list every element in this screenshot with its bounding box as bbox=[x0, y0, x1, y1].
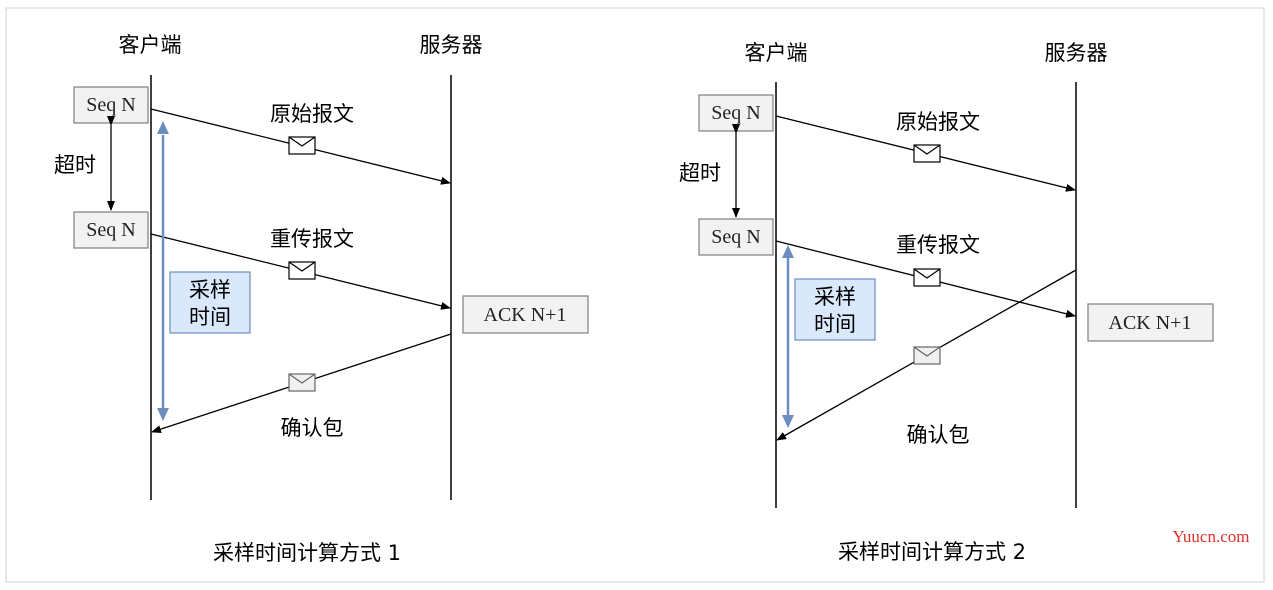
server-label: 服务器 bbox=[1045, 41, 1108, 65]
envelope-icon bbox=[288, 373, 316, 392]
seq-box-2-label: Seq N bbox=[711, 226, 760, 248]
seq-box-2-label: Seq N bbox=[86, 219, 135, 241]
client-label: 客户端 bbox=[745, 41, 808, 65]
ack-box bbox=[1087, 303, 1214, 342]
envelope-icon bbox=[913, 346, 941, 365]
ack-msg-label: 确认包 bbox=[907, 423, 970, 447]
ack-box bbox=[462, 295, 589, 334]
retransmit-msg-label: 重传报文 bbox=[896, 233, 980, 257]
sample-time-arrowhead-bottom bbox=[782, 415, 794, 428]
seq-box-2 bbox=[698, 218, 774, 256]
sample-time-line1: 采样 bbox=[189, 278, 231, 302]
original-msg-label: 原始报文 bbox=[896, 110, 980, 134]
envelope-icon bbox=[913, 268, 941, 287]
ack-msg-label: 确认包 bbox=[281, 416, 344, 440]
envelope-icon bbox=[288, 261, 316, 280]
sample-time-line2: 时间 bbox=[189, 305, 231, 329]
timeout-label: 超时 bbox=[679, 161, 721, 185]
ack-box-label: ACK N+1 bbox=[1109, 312, 1192, 334]
sample-time-arrowhead-top bbox=[782, 245, 794, 258]
timeout-label: 超时 bbox=[54, 153, 96, 177]
retransmit-msg-label: 重传报文 bbox=[270, 227, 354, 251]
panel-2: 客户端 服务器 Seq N Seq N 超时 原始报文 重传报文 ACK N+1… bbox=[679, 41, 1214, 564]
server-label: 服务器 bbox=[420, 33, 483, 57]
original-msg-label: 原始报文 bbox=[270, 102, 354, 126]
sample-time-line2: 时间 bbox=[814, 312, 856, 336]
sample-time-box bbox=[169, 271, 251, 334]
sample-time-arrowhead-top bbox=[157, 121, 169, 134]
seq-box-1-label: Seq N bbox=[86, 94, 135, 116]
client-label: 客户端 bbox=[119, 33, 182, 57]
sample-time-line1: 采样 bbox=[814, 285, 856, 309]
sample-time-arrowhead-bottom bbox=[157, 408, 169, 421]
sample-time-box bbox=[794, 278, 876, 341]
panel-caption: 采样时间计算方式 2 bbox=[838, 540, 1026, 564]
envelope-icon bbox=[288, 136, 316, 155]
seq-box-2 bbox=[73, 211, 149, 249]
panel-1: 客户端 服务器 Seq N Seq N 超时 原始报文 重传报文 ACK N+1… bbox=[54, 33, 589, 565]
watermark: Yuucn.com bbox=[1173, 527, 1250, 546]
ack-box-label: ACK N+1 bbox=[484, 304, 567, 326]
envelope-icon bbox=[913, 144, 941, 163]
panel-caption: 采样时间计算方式 1 bbox=[213, 541, 401, 565]
seq-box-1-label: Seq N bbox=[711, 102, 760, 124]
